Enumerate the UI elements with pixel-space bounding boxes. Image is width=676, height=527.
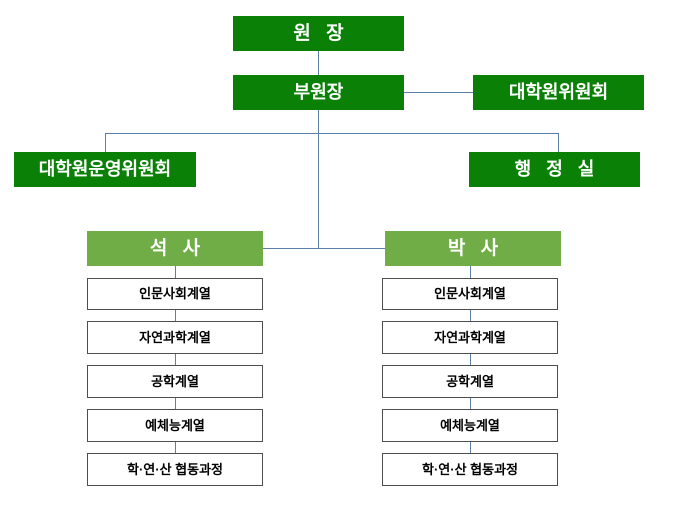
doctorate-program-item[interactable]: 인문사회계열	[382, 278, 558, 310]
masters-program-item[interactable]: 예체능계열	[87, 409, 263, 442]
node-doctorate[interactable]: 박 사	[385, 231, 561, 266]
masters-program-item[interactable]: 학·연·산 협동과정	[87, 453, 263, 486]
node-director[interactable]: 원 장	[233, 16, 404, 51]
connector-masters-2	[175, 310, 176, 321]
node-graduate-committee[interactable]: 대학원위원회	[473, 75, 644, 110]
connector-masters-5	[175, 442, 176, 453]
connector-to-admin-office	[558, 133, 559, 152]
connector-distribution-bar	[105, 133, 559, 134]
masters-program-item[interactable]: 자연과학계열	[87, 321, 263, 354]
connector-doctorate-3	[470, 354, 471, 365]
doctorate-program-item[interactable]: 공학계열	[382, 365, 558, 398]
node-admin-office[interactable]: 행 정 실	[469, 152, 640, 187]
doctorate-program-item[interactable]: 학·연·산 협동과정	[382, 453, 558, 486]
masters-program-item[interactable]: 공학계열	[87, 365, 263, 398]
doctorate-program-item[interactable]: 자연과학계열	[382, 321, 558, 354]
connector-doctorate-2	[470, 310, 471, 321]
connector-director-to-vice	[318, 51, 319, 78]
connector-masters-4	[175, 398, 176, 409]
connector-vice-to-graduate-committee	[378, 92, 473, 93]
doctorate-program-item[interactable]: 예체능계열	[382, 409, 558, 442]
connector-masters-3	[175, 354, 176, 365]
node-vice-director[interactable]: 부원장	[233, 75, 404, 110]
connector-doctorate-1	[470, 266, 471, 278]
connector-masters-1	[175, 266, 176, 278]
masters-program-item[interactable]: 인문사회계열	[87, 278, 263, 310]
connector-vice-trunk	[318, 110, 319, 248]
connector-doctorate-4	[470, 398, 471, 409]
node-graduate-steering-committee[interactable]: 대학원운영위원회	[14, 152, 196, 187]
connector-to-steering-committee	[105, 133, 106, 152]
node-masters[interactable]: 석 사	[87, 231, 263, 266]
connector-doctorate-5	[470, 442, 471, 453]
connector-masters-doctorate-bar	[263, 248, 385, 249]
